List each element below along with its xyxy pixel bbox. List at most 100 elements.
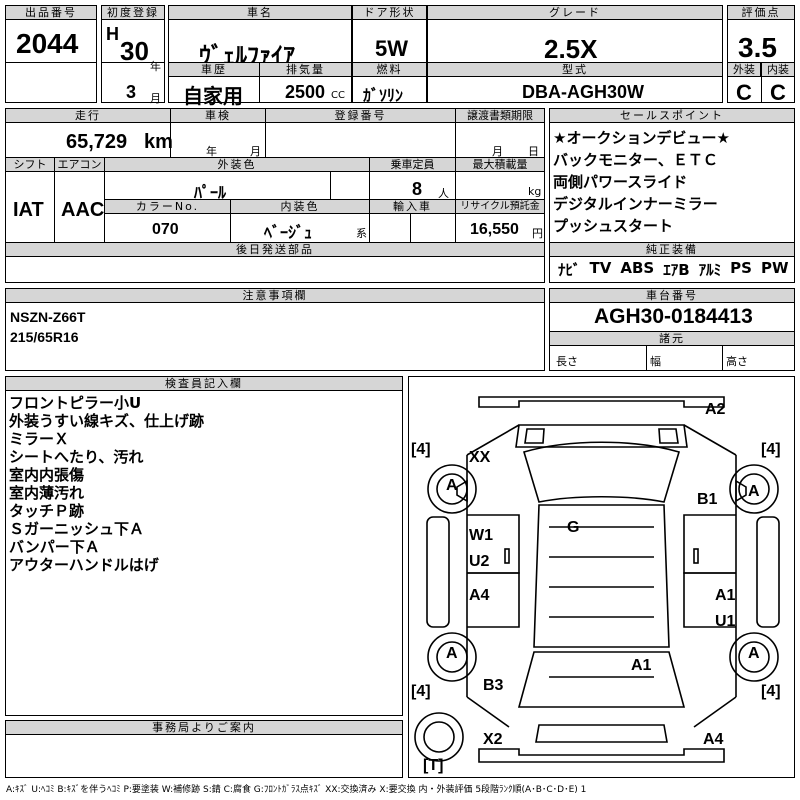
inspector-line: Ｓガーニッシュ下Ａ	[9, 520, 145, 538]
doors-value: 5W	[375, 36, 408, 61]
grade-box: グレード 2.5X 型式 DBA-AGH30W	[427, 5, 723, 103]
doors-label: ドア形状	[352, 5, 427, 20]
cc-unit: CC	[331, 90, 345, 101]
lot-number: 2044	[16, 28, 79, 59]
chassis-label: 車台番号	[549, 288, 795, 303]
inspection-year-unit: 年	[206, 145, 217, 158]
mark-b1: B1	[697, 491, 718, 508]
equipment-item: ｱﾙﾐ	[698, 261, 722, 279]
tread-rr: [4]	[761, 683, 781, 700]
tread-rl: [4]	[411, 683, 431, 700]
fuel-label: 燃料	[352, 62, 427, 77]
interior-color-suffix: 系	[356, 227, 367, 240]
chassis-number: AGH30-0184413	[594, 305, 753, 328]
office-label: 事務局よりご案内	[5, 720, 403, 735]
inspector-line: ミラーＸ	[9, 430, 70, 448]
inspector-line: バンパー下Ａ	[9, 538, 100, 556]
reg-year: 30	[120, 36, 149, 66]
tire-mark-rr: A	[748, 645, 760, 662]
equipment-label: 純正装備	[549, 242, 795, 257]
transfer-month-unit: 月	[492, 145, 503, 158]
sales-point: プッシュスタート	[553, 217, 674, 235]
lot-label: 出品番号	[5, 5, 97, 20]
height-label: 高さ	[726, 355, 748, 368]
color-no-label: カラーNo.	[104, 199, 231, 214]
mark-u1: U1	[715, 613, 736, 630]
mark-a1-right: A1	[715, 587, 736, 604]
grade-label: グレード	[427, 5, 723, 20]
width-label: 幅	[650, 355, 661, 368]
first-reg-label: 初度登録	[101, 5, 165, 20]
sales-point: バックモニター、ＥＴＣ	[553, 151, 718, 169]
details-box: 走行 車検 登録番号 譲渡書類期限 65,729 km 年 月 月 日 シフト …	[5, 108, 545, 283]
interior-grade: C	[770, 80, 786, 105]
inspector-line: 室内薄汚れ	[9, 484, 85, 502]
mark-g: G	[567, 519, 580, 536]
score-label: 評価点	[727, 5, 795, 20]
load-label: 最大積載量	[455, 157, 545, 172]
doors-box: ドア形状 5W 燃料 ｶﾞｿﾘﾝ	[352, 5, 427, 105]
history-value: 自家用	[183, 86, 243, 108]
caution-box: 注意事項欄 NSZN-Z66T 215/65R16	[5, 288, 545, 371]
car-outline	[414, 396, 780, 763]
sales-label: セールスポイント	[549, 108, 795, 123]
car-name-box: 車名 ｳﾞｪﾙﾌｧｲｱ 車歴 排気量 自家用 2500 CC	[168, 5, 352, 108]
equipment-item: ﾅﾋﾞ	[558, 261, 581, 279]
mileage-value: 65,729	[66, 131, 128, 153]
mark-x2: X2	[483, 731, 503, 748]
fuel-value: ｶﾞｿﾘﾝ	[363, 88, 404, 105]
later-parts-label: 後日発送部品	[5, 242, 545, 257]
car-diagram: [4] [4] [4] [4] [T] A2 XX B1 W1 U2 G A4 …	[408, 376, 795, 778]
model-value: DBA-AGH30W	[522, 82, 645, 102]
sales-point: 両側パワースライド	[553, 173, 688, 191]
ac-value: AAC	[61, 199, 105, 221]
recycle-label: リサイクル預託金	[455, 199, 545, 214]
reg-month: 3	[126, 82, 137, 102]
tread-fl: [4]	[411, 441, 431, 458]
transfer-label: 譲渡書類期限	[455, 108, 545, 123]
shift-label: シフト	[5, 157, 55, 172]
equipment-item: ｴｱB	[663, 261, 690, 279]
year-unit: 年	[150, 60, 161, 73]
era-letter: H	[106, 24, 119, 44]
mileage-label: 走行	[5, 108, 171, 123]
name-label: 車名	[168, 5, 352, 20]
equipment-item: ABS	[620, 259, 655, 277]
legend: A:ｷｽﾞ U:ﾍｺﾐ B:ｷｽﾞを伴うﾍｺﾐ P:要塗装 W:補修跡 S:錆 …	[6, 785, 587, 795]
capacity-label: 乗車定員	[369, 157, 456, 172]
mark-a4-rear: A4	[703, 731, 724, 748]
equipment-item: PS	[730, 259, 752, 277]
inspector-box: 検査員記入欄 フロントピラー小U 外装うすい線キズ、仕上げ跡 ミラーＸ シートへ…	[5, 376, 403, 716]
inspector-line: タッチＰ跡	[9, 502, 85, 520]
mileage-unit: km	[144, 131, 173, 153]
inspection-month-unit: 月	[250, 145, 261, 158]
mark-u2: U2	[469, 553, 490, 570]
inspector-line: アウターハンドルはげ	[9, 556, 159, 574]
color-label: 外装色	[104, 157, 370, 172]
inspection-label: 車検	[170, 108, 266, 123]
inspector-label: 検査員記入欄	[5, 376, 403, 391]
length-label: 長さ	[556, 355, 578, 368]
mark-a4-left: A4	[469, 587, 490, 604]
reg-no-label: 登録番号	[265, 108, 456, 123]
mark-w1: W1	[469, 527, 493, 544]
capacity-unit: 人	[438, 187, 449, 200]
caution-label: 注意事項欄	[5, 288, 545, 303]
load-unit: kg	[528, 185, 542, 198]
tread-spare: [T]	[423, 757, 444, 774]
equipment-item: TV	[589, 259, 612, 277]
recycle-value: 16,550	[470, 221, 519, 238]
tire-mark-lf: A	[446, 645, 458, 662]
mark-xx: XX	[469, 449, 491, 466]
score-box: 評価点 3.5 外装 内装 C C	[727, 5, 795, 105]
color-no-value: 070	[152, 221, 179, 238]
displacement-value: 2500	[285, 82, 326, 102]
grade-value: 2.5X	[544, 34, 598, 64]
tire-mark-lr: A	[446, 477, 458, 494]
inspector-line: 外装うすい線キズ、仕上げ跡	[9, 412, 205, 430]
dims-label: 諸元	[549, 331, 795, 346]
transfer-day-unit: 日	[528, 145, 539, 158]
recycle-unit: 円	[532, 227, 543, 240]
tire-mark-rf: A	[748, 483, 760, 500]
score-value: 3.5	[738, 32, 777, 63]
